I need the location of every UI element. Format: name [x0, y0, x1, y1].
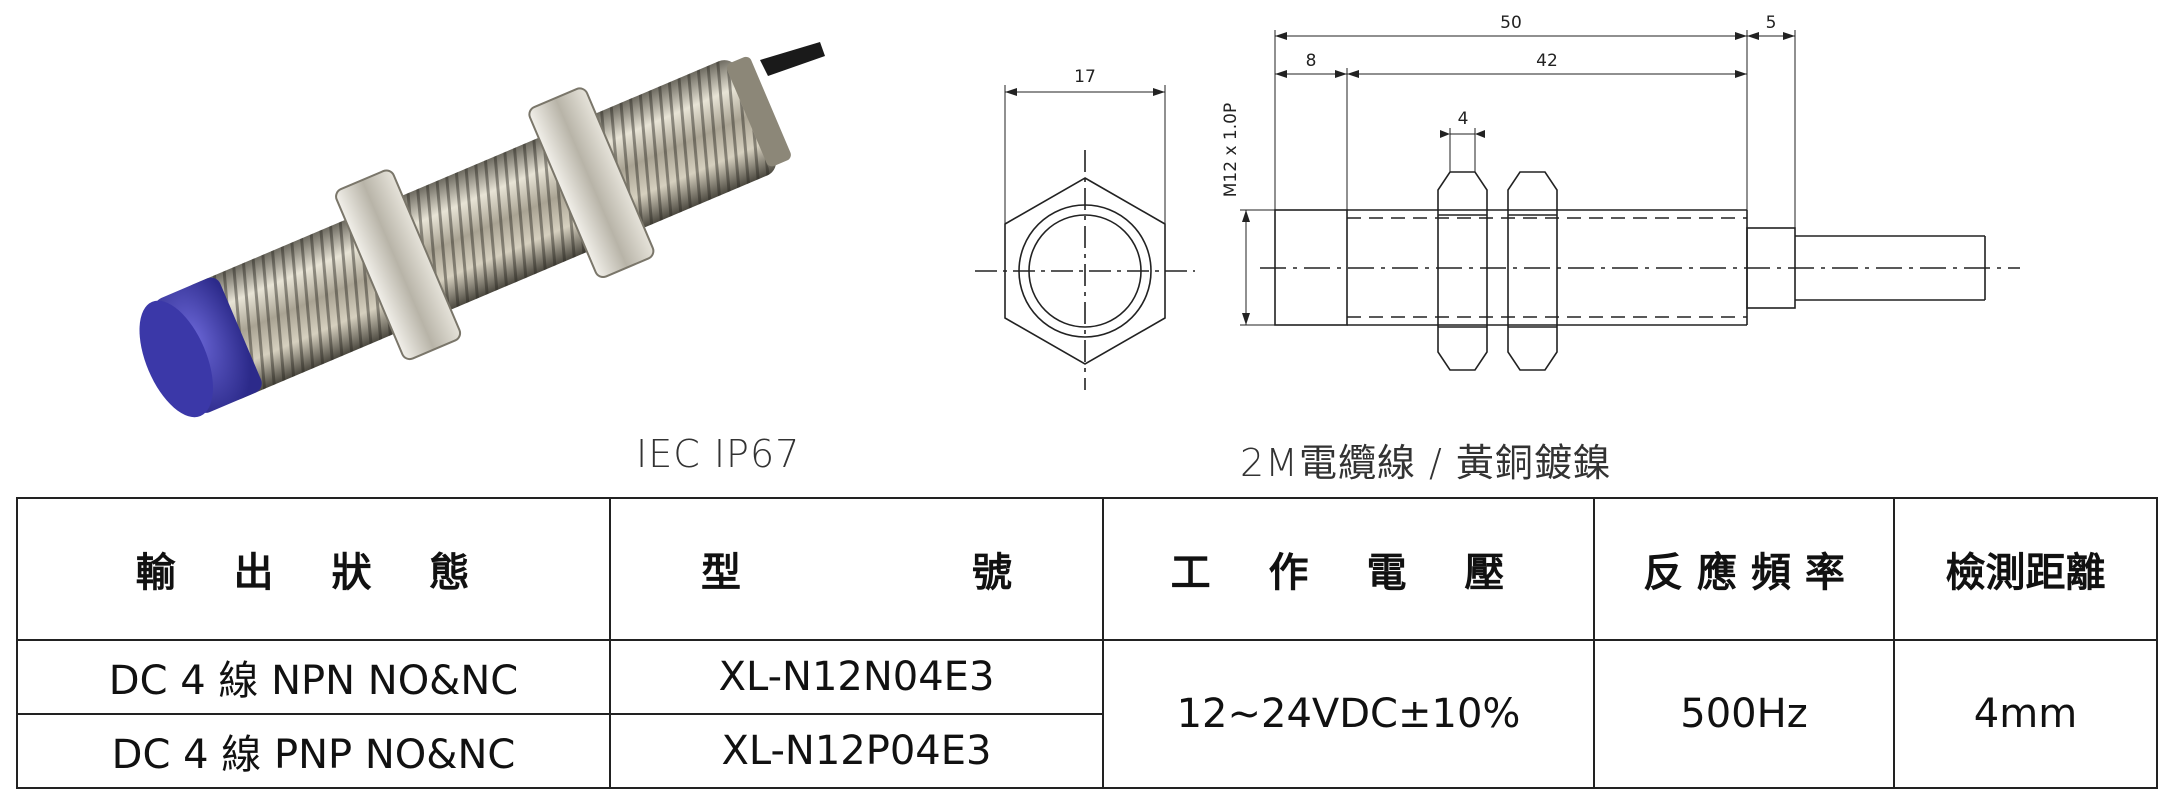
protection-caption: IEC IP67 [636, 432, 801, 476]
sensor-photo [139, 42, 825, 418]
header-frequency-label: 反 應 頻 率 [1643, 550, 1845, 596]
dim-nut-thickness: 4 [1458, 109, 1469, 129]
header-output-state-label: 輸 出 狀 態 [135, 550, 492, 596]
technical-drawing: 17 50 5 8 42 4 M12 x 1.0P [975, 13, 2020, 390]
header-output-state: 輸 出 狀 態 [16, 497, 611, 641]
model-cell: XL-N12P04E3 [609, 713, 1104, 789]
header-model-left: 型 [701, 550, 741, 596]
table-row: DC 4 線 PNP NO&NC XL-N12P04E3 [16, 713, 2157, 789]
header-frequency: 反 應 頻 率 [1593, 497, 1895, 641]
hex-nut-2 [528, 87, 655, 279]
table-header-row: 輸 出 狀 態 型 號 工 作 電 壓 反 應 頻 率 檢測距離 [16, 497, 2158, 641]
hex-nut-1 [335, 169, 462, 361]
sensing-cap [155, 277, 262, 413]
front-view [975, 85, 1195, 390]
dim-thread-spec: M12 x 1.0P [1221, 103, 1241, 197]
dim-cable-stub: 5 [1766, 13, 1777, 33]
cable [760, 42, 825, 76]
cable-caption: 2M電纜線 / 黃銅鍍鎳 [1240, 441, 1612, 485]
model-cell: XL-N12N04E3 [609, 639, 1104, 715]
distance-cell: 4mm [1893, 639, 2158, 789]
dim-head-length: 8 [1306, 51, 1317, 71]
frequency-cell: 500Hz [1593, 639, 1895, 789]
header-voltage-label: 工 作 電 壓 [1170, 550, 1527, 596]
header-distance: 檢測距離 [1893, 497, 2158, 641]
output-cell: DC 4 線 NPN NO&NC [16, 639, 611, 715]
table-row: DC 4 線 NPN NO&NC XL-N12N04E3 12~24VDC±10… [16, 639, 2158, 789]
header-model-right: 號 [972, 550, 1012, 596]
header-distance-label: 檢測距離 [1945, 550, 2106, 596]
side-view [1240, 30, 2020, 371]
output-cell: DC 4 線 PNP NO&NC [16, 713, 611, 789]
voltage-cell: 12~24VDC±10% [1102, 639, 1595, 789]
spec-table: 輸 出 狀 態 型 號 工 作 電 壓 反 應 頻 率 檢測距離 DC 4 線 … [16, 497, 2158, 789]
dim-thread-length: 42 [1536, 51, 1558, 71]
dim-total-length: 50 [1500, 13, 1522, 33]
header-voltage: 工 作 電 壓 [1102, 497, 1595, 641]
header-model: 型 號 [609, 497, 1104, 641]
dim-front-width: 17 [1074, 67, 1096, 87]
